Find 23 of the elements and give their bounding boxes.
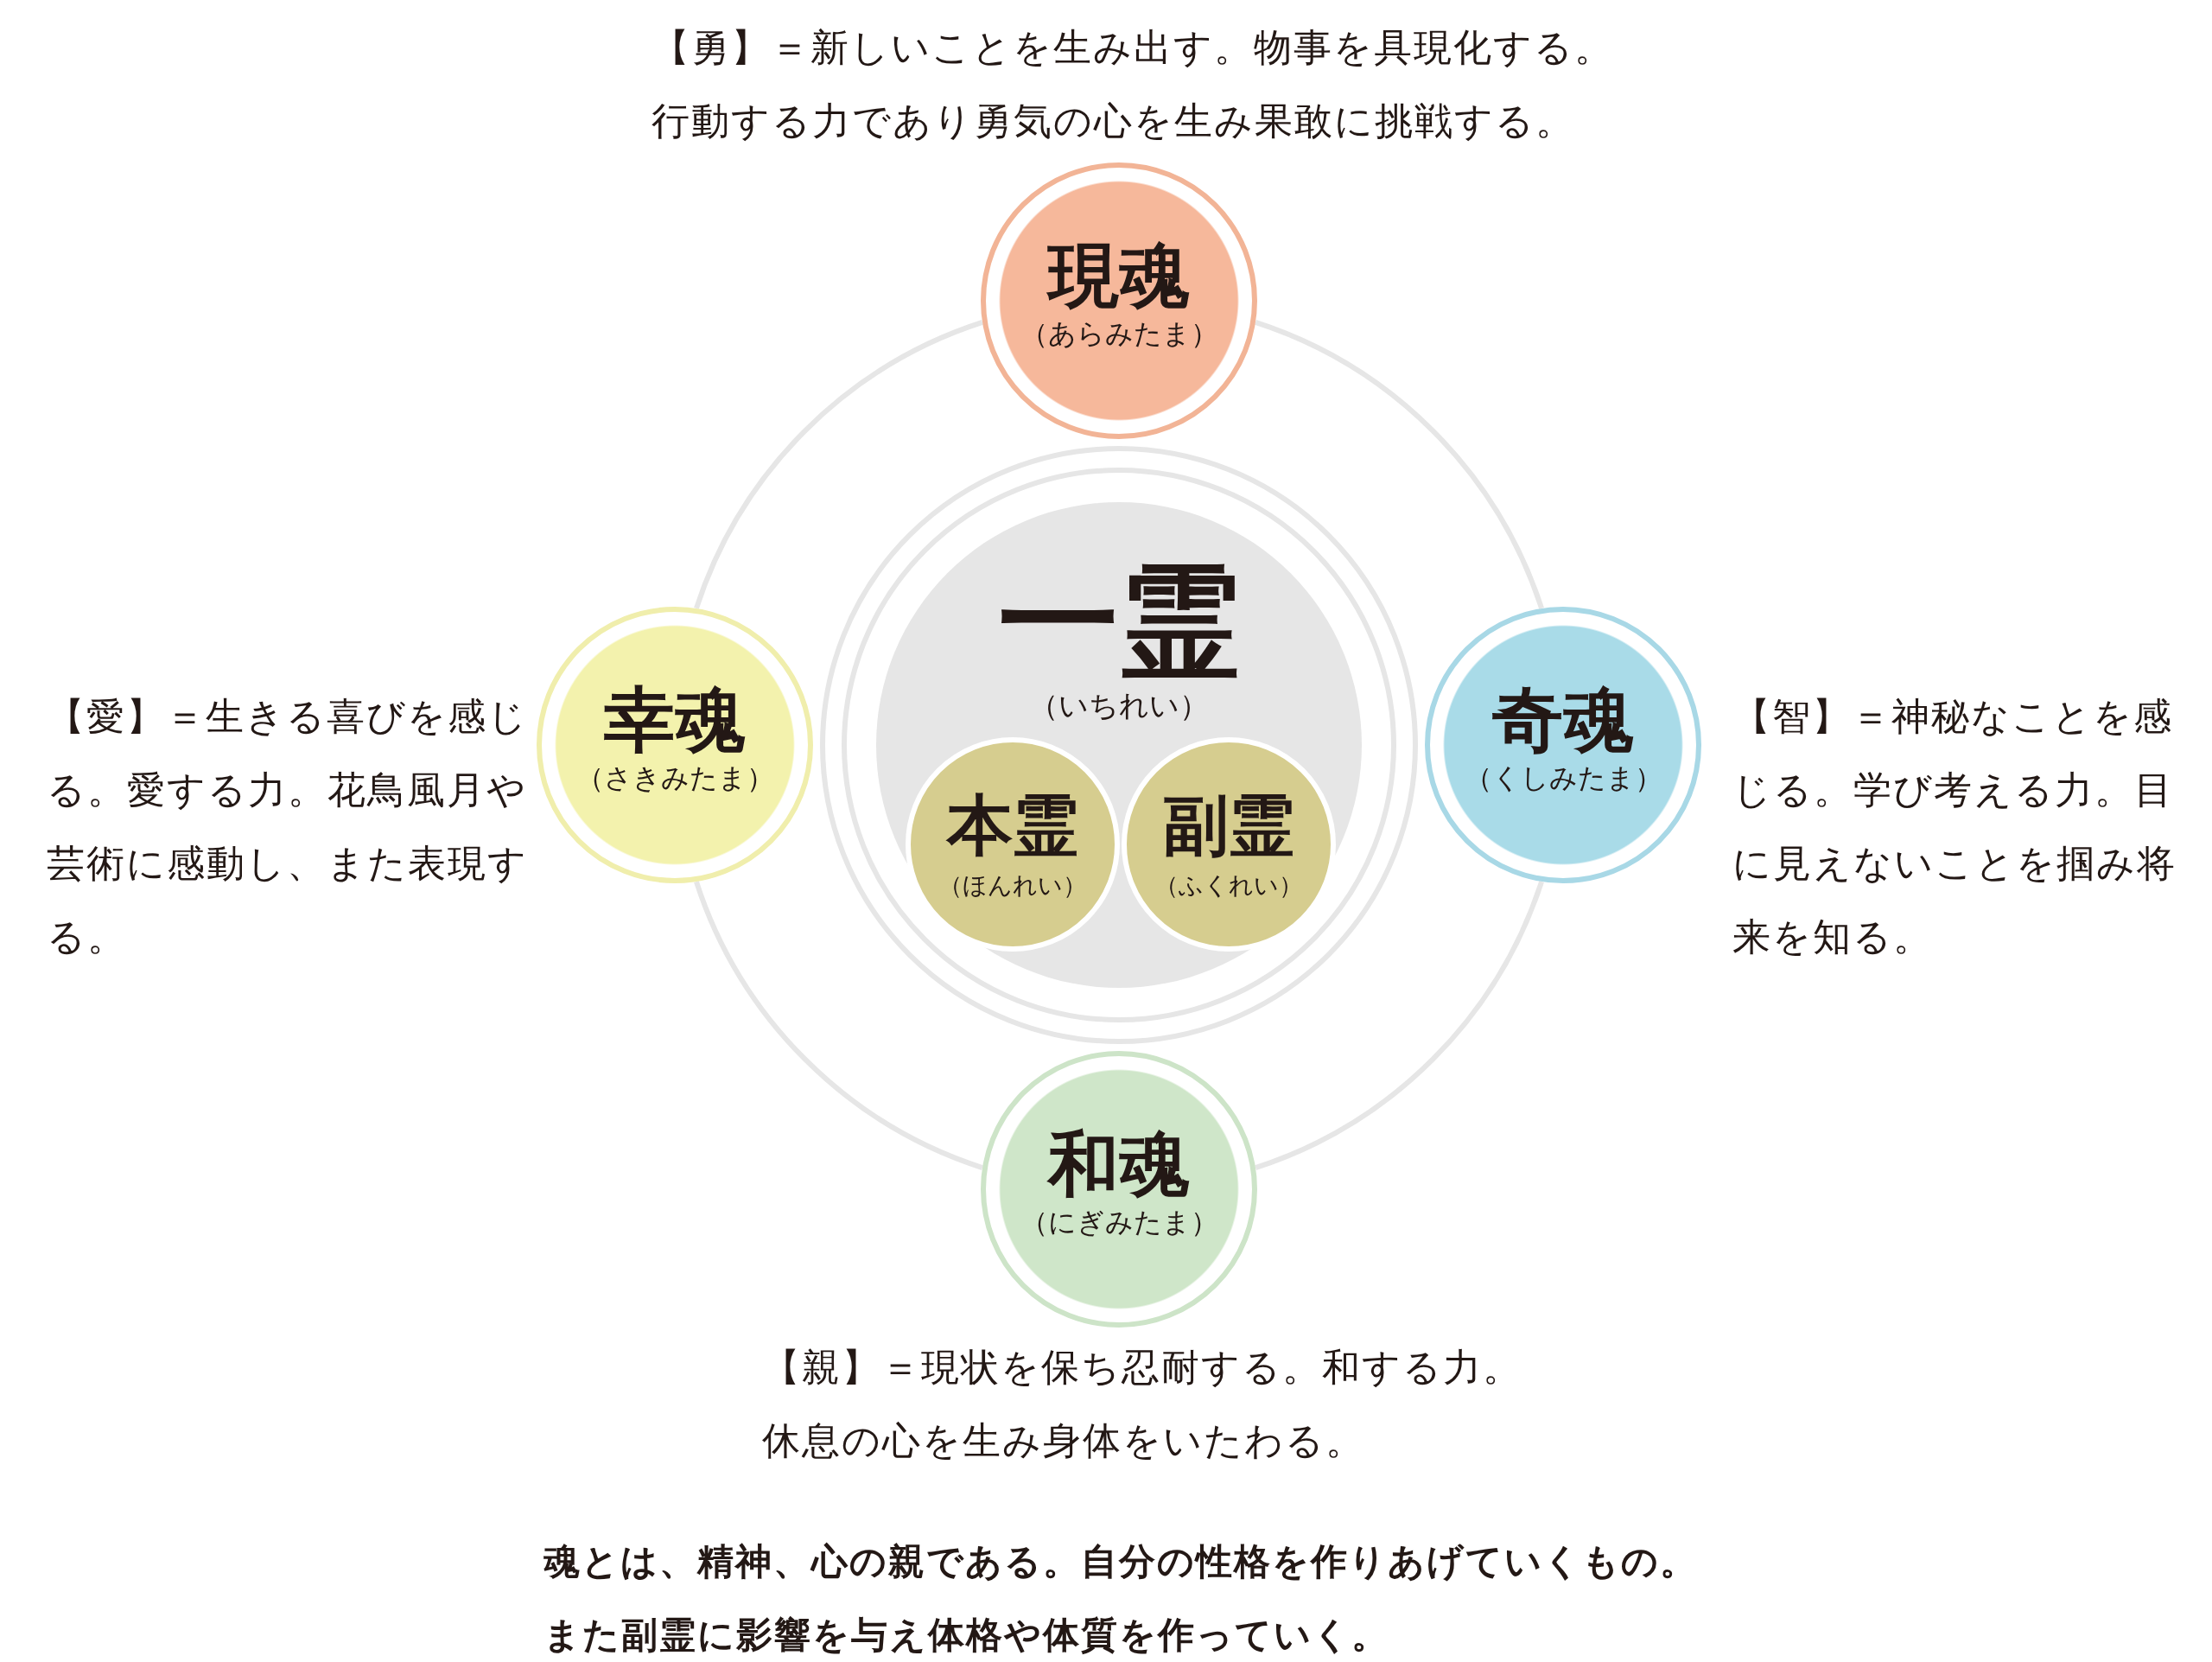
- description-text: 【勇】＝新しいことを生み出す。物事を具現化する。行動する力であり勇気の心を生み果敢に挑戦する。: [652, 24, 1615, 144]
- reading-text: （にぎみたま）: [1020, 1208, 1218, 1236]
- reading-text: （あらみたま）: [1020, 320, 1218, 347]
- ring-arc: [1254, 320, 1544, 610]
- circle-title: 本霊: [947, 793, 1078, 858]
- circle-title: 幸魂: [604, 684, 746, 755]
- ring-arc: [1254, 880, 1544, 1170]
- description-text: 【親】＝現状を保ち忍耐する。和する力。休息の心を生み身体をいたわる。: [762, 1344, 1523, 1464]
- reading-text: （いちれい）: [1029, 691, 1209, 720]
- description-text: 【智】＝神秘なことを感じる。学び考える力。目に見えないことを掴み将来を知る。: [1732, 693, 2177, 960]
- circle-title: 和魂: [1048, 1128, 1190, 1199]
- circle-title: 一霊: [998, 560, 1240, 681]
- reading-text: （ほんれい）: [938, 874, 1087, 898]
- description-text: 【愛】＝生きる喜びを感じる。愛する力。花鳥風月や芸術に感動し、また表現する。: [47, 693, 529, 960]
- circle-title: 副霊: [1163, 793, 1294, 858]
- ring-arc: [694, 880, 984, 1170]
- caption-text: 魂とは、精神、心の親である。自分の性格を作りあげていくもの。また副霊に影響を与え体格や体質を作っていく。: [543, 1539, 1699, 1658]
- circle-title: 現魂: [1048, 239, 1190, 310]
- ring-arc: [694, 320, 984, 610]
- reading-text: （さきみたま）: [575, 764, 774, 792]
- reading-text: （くしみたま）: [1464, 764, 1662, 792]
- reading-text: （ふくれい）: [1154, 874, 1303, 898]
- circle-title: 奇魂: [1492, 684, 1634, 755]
